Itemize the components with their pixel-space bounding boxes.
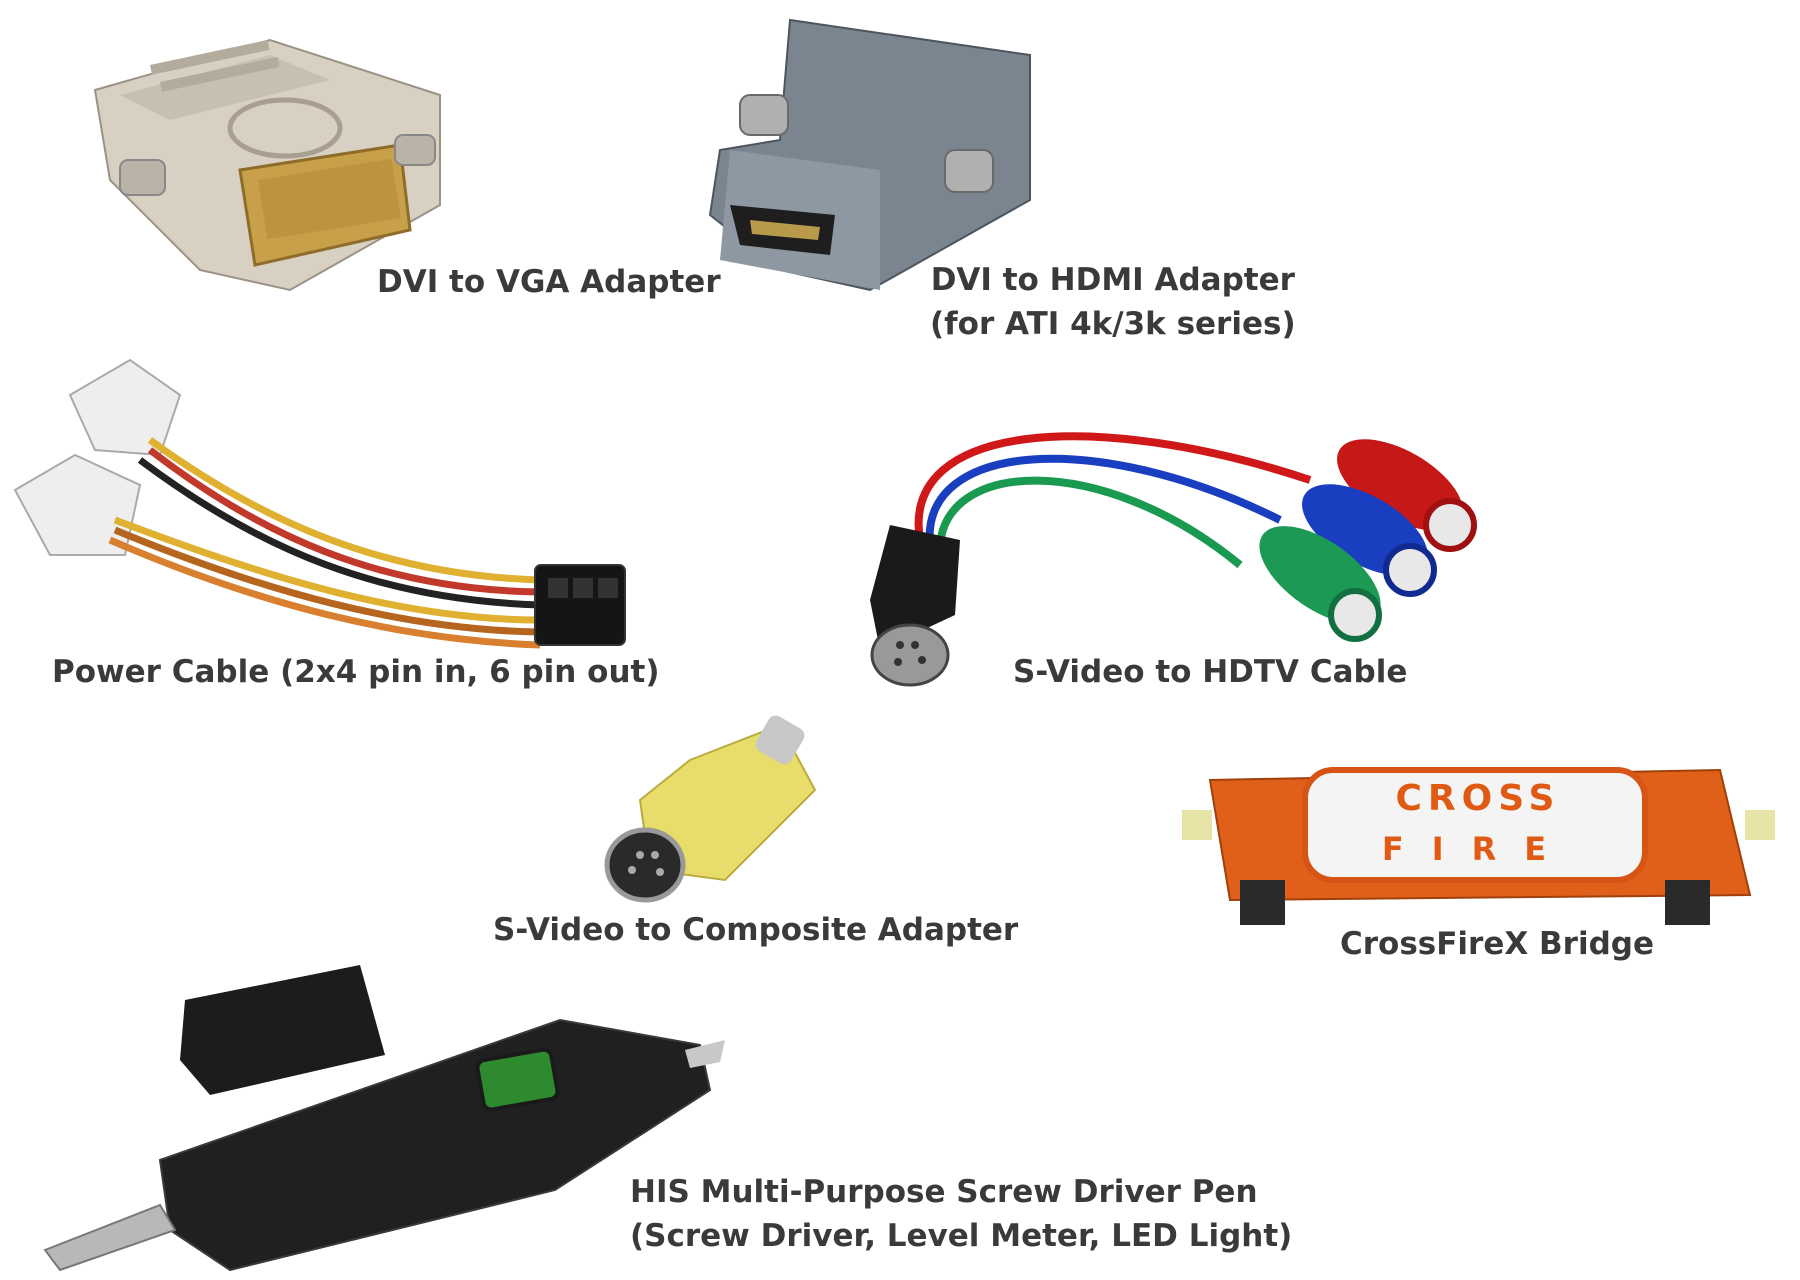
dvi-hdmi-label: DVI to HDMI Adapter (for ATI 4k/3k serie…: [930, 262, 1296, 342]
crossfire-label: CrossFireX Bridge: [1340, 926, 1654, 962]
dvi-vga-adapter-image: [93, 38, 441, 292]
bridge-logo-bottom: FIRE: [1382, 830, 1574, 868]
dvi-hdmi-adapter-image: [708, 18, 1031, 292]
svideo-composite-label: S-Video to Composite Adapter: [493, 912, 1019, 948]
svideo-hdtv-cable-image: [870, 432, 1477, 687]
screwdriver-label: HIS Multi-Purpose Screw Driver Pen (Scre…: [630, 1174, 1293, 1254]
svideo-hdtv-label: S-Video to HDTV Cable: [1013, 654, 1408, 690]
dvi-vga-label: DVI to VGA Adapter: [377, 264, 721, 300]
crossfire-bridge-image: CROSS FIRE: [1182, 767, 1775, 925]
bridge-logo-top: CROSS: [1396, 778, 1561, 819]
screwdriver-pen-image: [43, 965, 725, 1272]
power-cable-label: Power Cable (2x4 pin in, 6 pin out): [52, 654, 660, 690]
svideo-composite-adapter-image: [604, 715, 817, 903]
power-cable-image: [13, 358, 626, 649]
